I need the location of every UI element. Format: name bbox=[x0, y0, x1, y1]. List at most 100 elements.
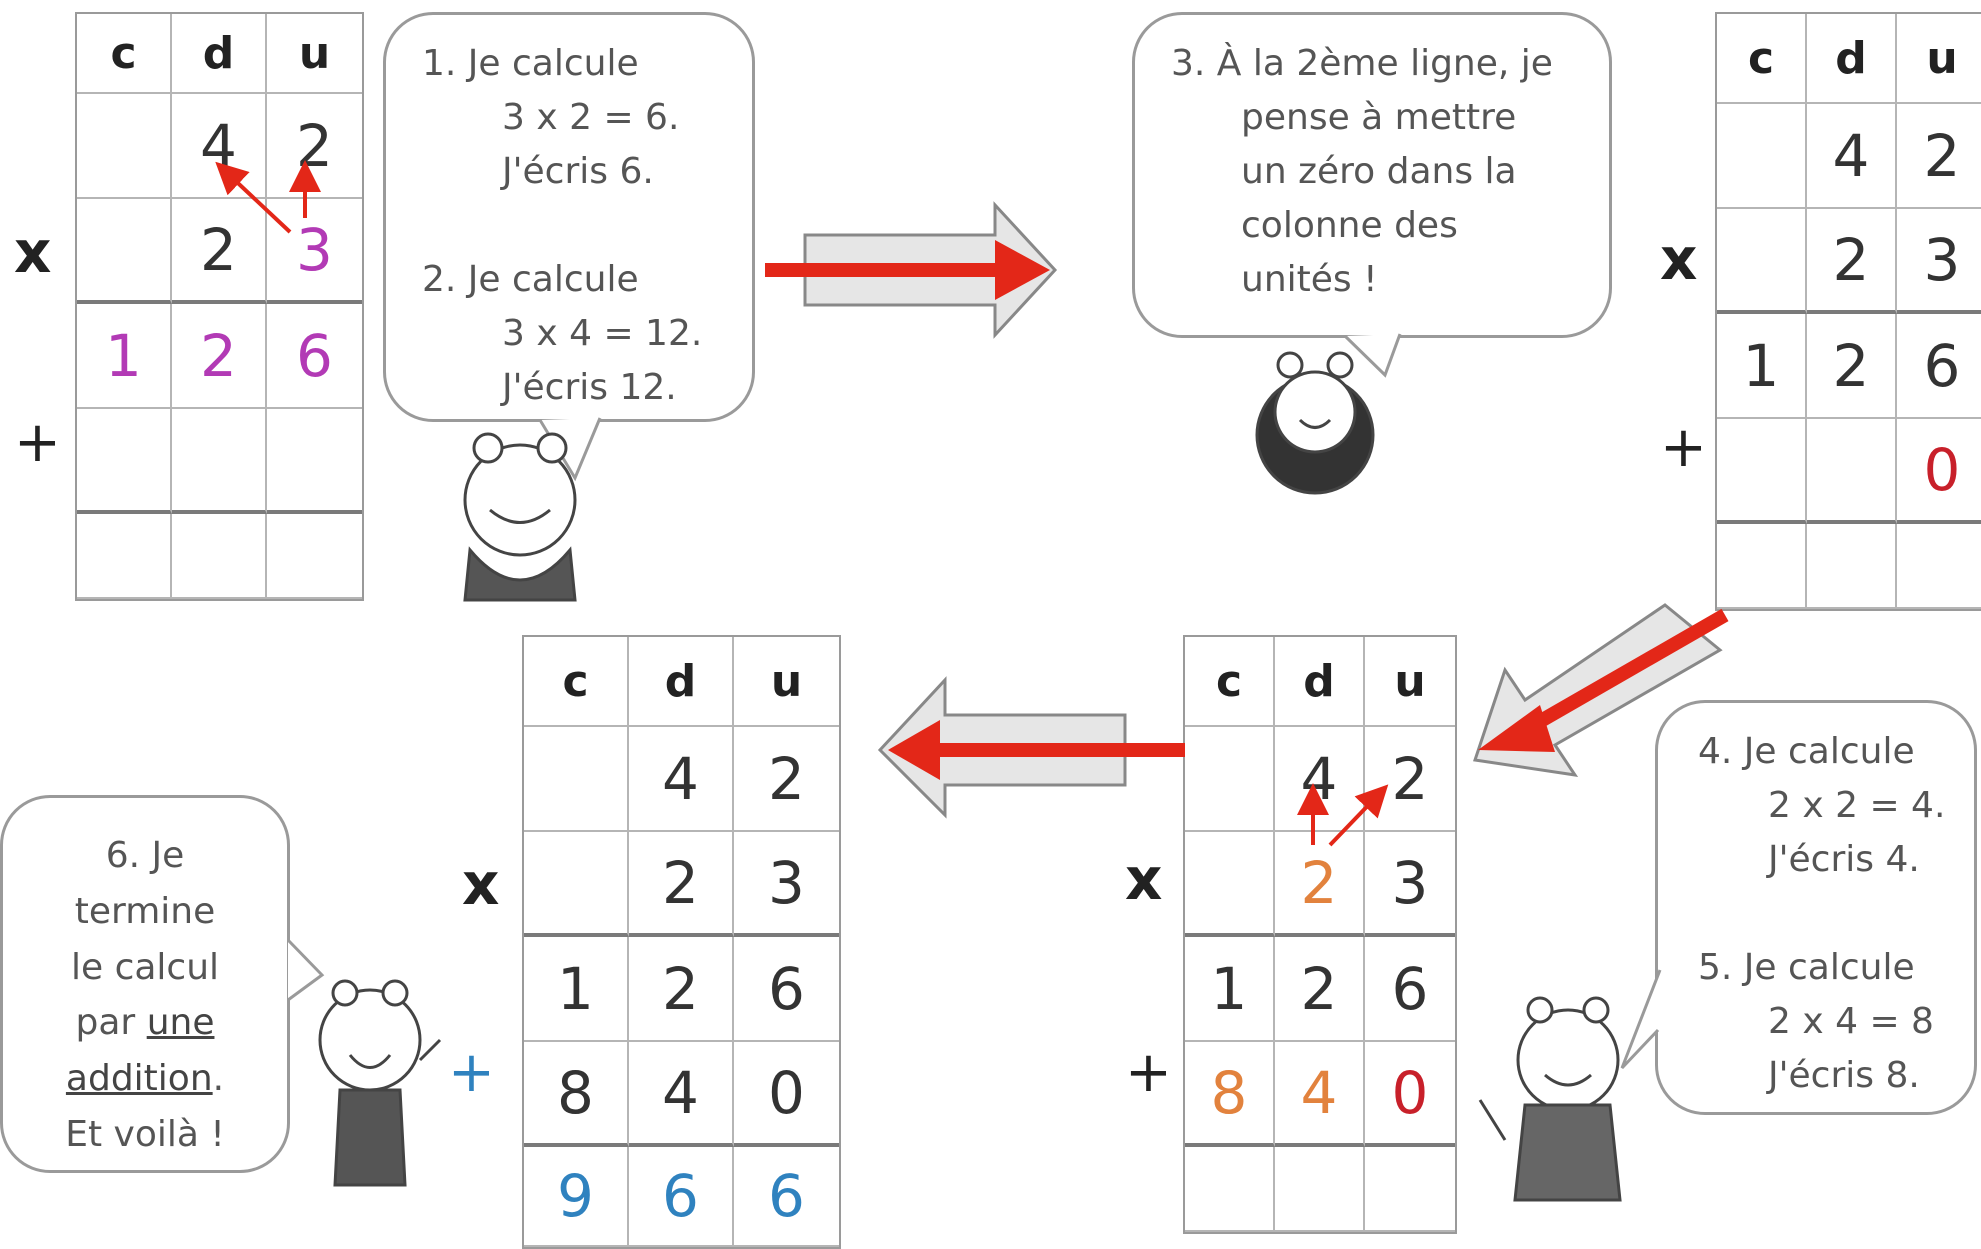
digit-cell: 2 bbox=[1897, 104, 1981, 209]
digit-cell bbox=[1717, 419, 1807, 524]
digit-cell bbox=[524, 832, 629, 937]
mascot-illustration bbox=[1255, 351, 1375, 495]
digit-cell bbox=[267, 409, 362, 514]
digit-cell bbox=[1185, 832, 1275, 937]
bubble-tail bbox=[1620, 969, 1662, 1070]
mascot-illustration bbox=[463, 432, 577, 602]
bubble-text-underlined: une bbox=[146, 1002, 215, 1044]
digit-cell: 0 bbox=[734, 1042, 839, 1147]
column-header-d: d bbox=[172, 14, 267, 94]
pointer-arrow bbox=[215, 161, 292, 234]
digit-cell bbox=[524, 727, 629, 832]
digit-cell bbox=[77, 409, 172, 514]
digit-cell: 2 bbox=[629, 832, 734, 937]
digit-cell: 6 bbox=[1365, 937, 1455, 1042]
mascot-illustration bbox=[1478, 996, 1622, 1202]
bubble-text-line: J'écris 6. bbox=[502, 151, 654, 192]
bubble-text-line: 4. Je calcule bbox=[1698, 731, 1915, 772]
digit-cell: 2 bbox=[172, 304, 267, 409]
bubble-text-word: . bbox=[212, 1058, 225, 1100]
digit-cell: 2 bbox=[1275, 937, 1365, 1042]
bubble-text-line: 3. À la 2ème ligne, je bbox=[1171, 43, 1553, 84]
digit-cell: 2 bbox=[734, 727, 839, 832]
digit-cell: 1 bbox=[1717, 314, 1807, 419]
digit-cell: 2 bbox=[172, 199, 267, 304]
column-header-c: c bbox=[1717, 14, 1807, 104]
digit-cell: 3 bbox=[734, 832, 839, 937]
digit-cell bbox=[172, 409, 267, 514]
digit-cell bbox=[172, 514, 267, 599]
times-sign: x bbox=[462, 850, 500, 918]
digit-cell: 4 bbox=[1807, 104, 1897, 209]
digit-cell: 4 bbox=[629, 727, 734, 832]
digit-cell: 3 bbox=[267, 199, 362, 304]
times-sign: x bbox=[1125, 845, 1163, 913]
bubble-text-line: 5. Je calcule bbox=[1698, 947, 1915, 988]
column-header-c: c bbox=[77, 14, 172, 94]
bubble-tail bbox=[1343, 333, 1402, 378]
column-header-d: d bbox=[1807, 14, 1897, 104]
column-header-u: u bbox=[1365, 637, 1455, 727]
bubble-text-line: 2 x 2 = 4. bbox=[1768, 785, 1946, 826]
speech-bubble-step-3: 3. À la 2ème ligne, je pense à mettre un… bbox=[1132, 12, 1612, 338]
digit-cell: 1 bbox=[77, 304, 172, 409]
digit-cell bbox=[1897, 524, 1981, 609]
times-sign: x bbox=[1660, 225, 1698, 293]
bubble-text-line: J'écris 12. bbox=[502, 367, 677, 408]
speech-bubble-step-6: 6. Je termine le calcul par une addition… bbox=[0, 795, 290, 1173]
column-header-c: c bbox=[524, 637, 629, 727]
plus-sign: + bbox=[1125, 1040, 1172, 1105]
bubble-text-line: 2 x 4 = 8 bbox=[1768, 1001, 1934, 1042]
bubble-text-line: unités ! bbox=[1241, 259, 1378, 300]
bubble-text-line: 3 x 2 = 6. bbox=[502, 97, 680, 138]
bubble-text-line: J'écris 4. bbox=[1768, 839, 1920, 880]
digit-cell bbox=[1717, 209, 1807, 314]
bubble-text-line: le calcul bbox=[70, 946, 220, 988]
block-arrow-down-left-icon bbox=[1473, 603, 1729, 777]
digit-cell bbox=[77, 94, 172, 199]
times-sign: x bbox=[14, 218, 52, 286]
digit-cell: 4 bbox=[629, 1042, 734, 1147]
column-header-d: d bbox=[629, 637, 734, 727]
digit-cell: 0 bbox=[1897, 419, 1981, 524]
bubble-text-line: pense à mettre bbox=[1241, 97, 1517, 138]
digit-cell: 1 bbox=[524, 937, 629, 1042]
bubble-text-line: 1. Je calcule bbox=[422, 43, 639, 84]
digit-cell bbox=[267, 514, 362, 599]
column-header-u: u bbox=[267, 14, 362, 94]
digit-cell: 0 bbox=[1365, 1042, 1455, 1147]
digit-cell: 8 bbox=[1185, 1042, 1275, 1147]
mascot-illustration bbox=[318, 979, 442, 1187]
digit-cell: 3 bbox=[1897, 209, 1981, 314]
digit-cell: 8 bbox=[524, 1042, 629, 1147]
digit-cell: 6 bbox=[1897, 314, 1981, 419]
digit-cell bbox=[77, 199, 172, 304]
digit-cell bbox=[1717, 524, 1807, 609]
digit-cell: 3 bbox=[1365, 832, 1455, 937]
illustration-overlay bbox=[215, 160, 1729, 1202]
speech-bubble-steps-1-2: 1. Je calcule 3 x 2 = 6. J'écris 6. 2. J… bbox=[383, 12, 755, 422]
bubble-text-word: par bbox=[75, 1002, 136, 1044]
bubble-text-underlined: addition bbox=[65, 1058, 213, 1100]
digit-cell: 2 bbox=[629, 937, 734, 1042]
digit-cell bbox=[1807, 419, 1897, 524]
plus-sign: + bbox=[14, 410, 61, 475]
bubble-text-line: termine bbox=[74, 890, 216, 932]
bubble-tail bbox=[286, 938, 325, 1002]
digit-cell: 6 bbox=[734, 937, 839, 1042]
digit-cell bbox=[1717, 104, 1807, 209]
digit-cell: 2 bbox=[1807, 314, 1897, 419]
pointer-arrow bbox=[1328, 784, 1389, 847]
digit-cell bbox=[1807, 524, 1897, 609]
digit-cell: 1 bbox=[1185, 937, 1275, 1042]
digit-cell bbox=[1185, 727, 1275, 832]
speech-bubble-steps-4-5: 4. Je calcule 2 x 2 = 4. J'écris 4. 5. J… bbox=[1655, 700, 1977, 1115]
column-header-u: u bbox=[734, 637, 839, 727]
digit-cell: 2 bbox=[1807, 209, 1897, 314]
column-header-c: c bbox=[1185, 637, 1275, 727]
bubble-text-line: 6. Je bbox=[105, 835, 185, 876]
bubble-text-line: Et voilà ! bbox=[65, 1113, 225, 1155]
digit-cell: 4 bbox=[1275, 1042, 1365, 1147]
